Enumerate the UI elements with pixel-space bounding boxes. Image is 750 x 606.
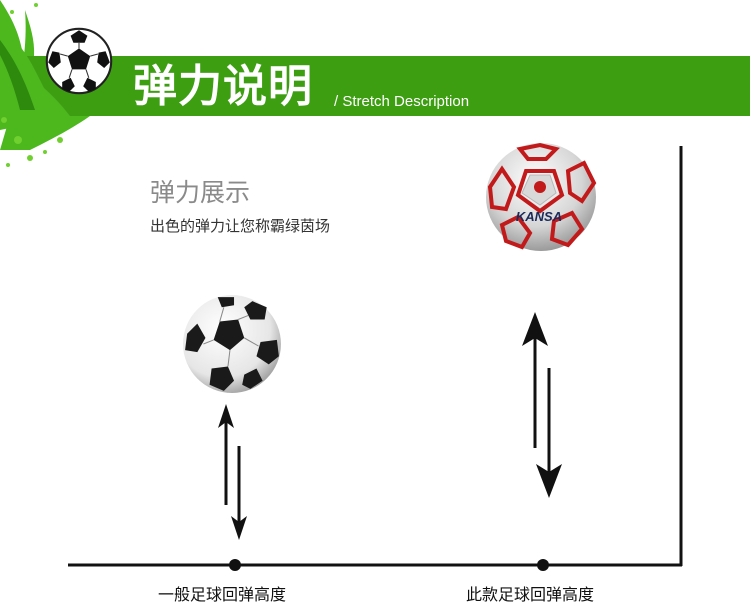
this-ball-caption: 此款足球回弹高度 — [466, 585, 595, 604]
header-soccer-ball-icon — [45, 27, 113, 95]
page-subtitle: / Stretch Description — [334, 93, 470, 110]
grass-splash-icon — [0, 0, 90, 167]
ordinary-ball-caption: 一般足球回弹高度 — [158, 585, 287, 604]
this-down-arrow — [536, 368, 562, 498]
ordinary-up-arrow — [218, 404, 234, 505]
this-ball-ground-dot — [537, 559, 549, 571]
header-bar — [0, 56, 750, 116]
section-heading: 弹力展示 — [150, 178, 251, 207]
this-up-arrow — [522, 312, 548, 448]
ball-brand-text: KANSA — [516, 209, 562, 224]
this-soccer-ball-icon: KANSA — [486, 142, 597, 251]
ordinary-down-arrow — [231, 446, 247, 540]
ordinary-soccer-ball-icon — [183, 295, 281, 393]
section-tagline: 出色的弹力让您称霸绿茵场 — [150, 217, 331, 235]
ordinary-ball-ground-dot — [229, 559, 241, 571]
page-title: 弹力说明 — [133, 61, 313, 112]
